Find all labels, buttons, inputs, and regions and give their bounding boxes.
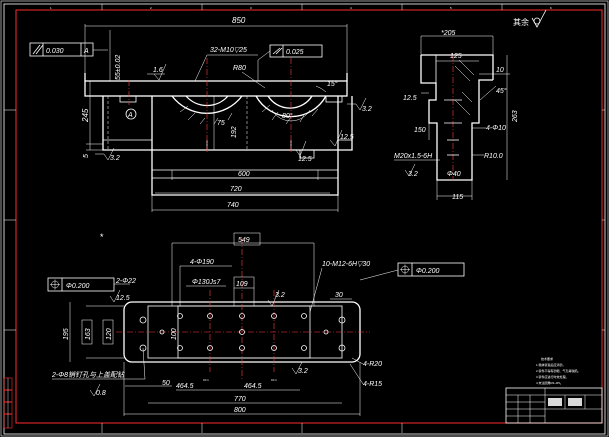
dim-phi130: Φ130Js7 bbox=[192, 279, 222, 286]
plan-view: * 549 4-Φ190 Φ130J bbox=[47, 232, 465, 416]
thread-spec-side: M20x1.5-6H bbox=[394, 153, 433, 160]
dim-4-phi10: 4-Φ10 bbox=[486, 125, 506, 132]
dim-2-phi22: 2-Φ22 bbox=[115, 278, 136, 285]
zone-3: 3 bbox=[250, 6, 252, 10]
roughness-note-text: 其余 bbox=[513, 17, 529, 27]
dim-100: 100 bbox=[171, 328, 178, 340]
note-line-2: 2.铸件不得有砂眼、气孔等缺陷。 bbox=[536, 368, 581, 373]
zone-4: 4 bbox=[350, 6, 352, 10]
roughness-0.8: 0.8 bbox=[96, 390, 106, 397]
thread-spec-plan: 10-M12-6H▽30 bbox=[322, 261, 370, 268]
dim-75: 75 bbox=[217, 120, 225, 127]
parallel-icon bbox=[272, 47, 281, 55]
flatness-icon bbox=[32, 44, 44, 55]
dim-549: 549 bbox=[238, 237, 250, 244]
datum-a-marker bbox=[125, 108, 137, 120]
parallelism-tolerance-frame: 0.025 bbox=[257, 44, 323, 81]
dim-464.5-b: 464.5 bbox=[244, 383, 262, 390]
roughness-12.5-a: 12.5 bbox=[340, 134, 354, 141]
dim-109: 109 bbox=[236, 281, 248, 288]
zone-markers: 1 2 3 4 5 6 bbox=[50, 6, 552, 10]
dim-4-phi190: 4-Φ190 bbox=[190, 259, 214, 266]
parallel-value: 0.025 bbox=[286, 49, 304, 56]
dim-30: 30 bbox=[335, 292, 343, 299]
dim-r80: R80 bbox=[233, 65, 246, 72]
roughness-12.5-b: 12.5 bbox=[298, 156, 312, 163]
zone-5: 5 bbox=[450, 6, 452, 10]
title-block bbox=[505, 387, 603, 424]
datum-a-label: A bbox=[127, 112, 133, 119]
notes-title: 技术要求 bbox=[541, 356, 553, 361]
roughness-1.6: 1.6 bbox=[153, 67, 163, 74]
position-value-left: Φ0.200 bbox=[66, 283, 89, 290]
dim-720: 720 bbox=[230, 186, 242, 193]
roughness-12.5-side: 12.5 bbox=[403, 95, 417, 102]
dim-850: 850 bbox=[232, 16, 246, 25]
roughness-3.2-plan: 3.2 bbox=[275, 292, 285, 299]
roughness-12.5-plan: 12.5 bbox=[116, 295, 130, 302]
position-value-right: Φ0.200 bbox=[416, 268, 439, 275]
flatness-datum: A bbox=[83, 48, 89, 55]
position-tolerance-left: Φ0.200 bbox=[47, 277, 130, 292]
side-view: *205 125 10 45° 12.5 263 4-Φ10 150 M20x1… bbox=[394, 30, 519, 201]
asterisk-mark: * bbox=[100, 232, 104, 242]
dim-15deg: 15° bbox=[327, 80, 338, 88]
dim-r10: R10.0 bbox=[484, 153, 503, 160]
dim-4-r15: 4-R15 bbox=[363, 381, 382, 388]
dim-195: 195 bbox=[63, 328, 70, 340]
dim-464.5-a: 464.5 bbox=[176, 383, 194, 390]
dim-800: 800 bbox=[234, 407, 246, 414]
roughness-3.2-plan-b: 3.2 bbox=[298, 368, 308, 375]
dim-120: 120 bbox=[106, 328, 113, 340]
dim-55: 55±0.02 bbox=[115, 55, 122, 80]
note-line-4: 4.未注圆角R3~R5。 bbox=[536, 380, 563, 385]
flatness-value: 0.030 bbox=[46, 48, 64, 55]
dim-phi40: Φ40 bbox=[447, 171, 461, 178]
technical-notes: 技术要求 1.箱体铸造后应清砂。 2.铸件不得有砂眼、气孔等缺陷。 3.铸件应进… bbox=[536, 356, 581, 385]
dim-45deg: 45° bbox=[496, 87, 507, 95]
dim-125: 125 bbox=[450, 53, 462, 60]
roughness-3.2-side: 3.2 bbox=[408, 171, 418, 178]
dim-4-r20: 4-R20 bbox=[363, 361, 382, 368]
tol-b: ±0.1 bbox=[271, 378, 277, 382]
dim-150: 150 bbox=[414, 127, 426, 134]
dim-163: 163 bbox=[85, 328, 92, 340]
note-line-1: 1.箱体铸造后应清砂。 bbox=[536, 362, 566, 367]
roughness-3.2-b: 3.2 bbox=[110, 155, 120, 162]
dim-770: 770 bbox=[234, 396, 246, 403]
zone-6: 6 bbox=[550, 6, 552, 10]
dim-245: 245 bbox=[81, 108, 90, 123]
general-roughness-note: 其余 bbox=[513, 9, 547, 28]
thread-spec-front: 32-M10▽25 bbox=[210, 47, 247, 54]
pin-hole-note: 2-Φ8销钉孔与上盖配钻 bbox=[51, 371, 125, 379]
dim-115: 115 bbox=[452, 194, 463, 201]
roughness-3.2-a: 3.2 bbox=[362, 106, 372, 113]
flatness-tolerance-frame: 0.030 A bbox=[29, 42, 108, 57]
dim-740: 740 bbox=[227, 202, 239, 209]
dim-10: 10 bbox=[496, 67, 504, 74]
dim-5: 5 bbox=[83, 154, 90, 158]
dim-50: 50 bbox=[162, 380, 170, 387]
dim-80deg: 80° bbox=[282, 112, 293, 120]
tol-a: ±0.1 bbox=[203, 378, 209, 382]
zone-2: 2 bbox=[150, 6, 152, 10]
dim-192: 192 bbox=[231, 126, 238, 138]
dim-205: *205 bbox=[441, 30, 456, 37]
dim-600: 600 bbox=[238, 171, 250, 178]
zone-1: 1 bbox=[50, 6, 52, 10]
dim-263: 263 bbox=[512, 110, 519, 123]
position-tolerance-right: Φ0.200 bbox=[359, 262, 465, 281]
note-line-3: 3.铸件应进行时效处理。 bbox=[536, 374, 569, 379]
front-view: 850 0.030 A 55±0.02 32-M10▽25 0.025 bbox=[29, 16, 372, 212]
